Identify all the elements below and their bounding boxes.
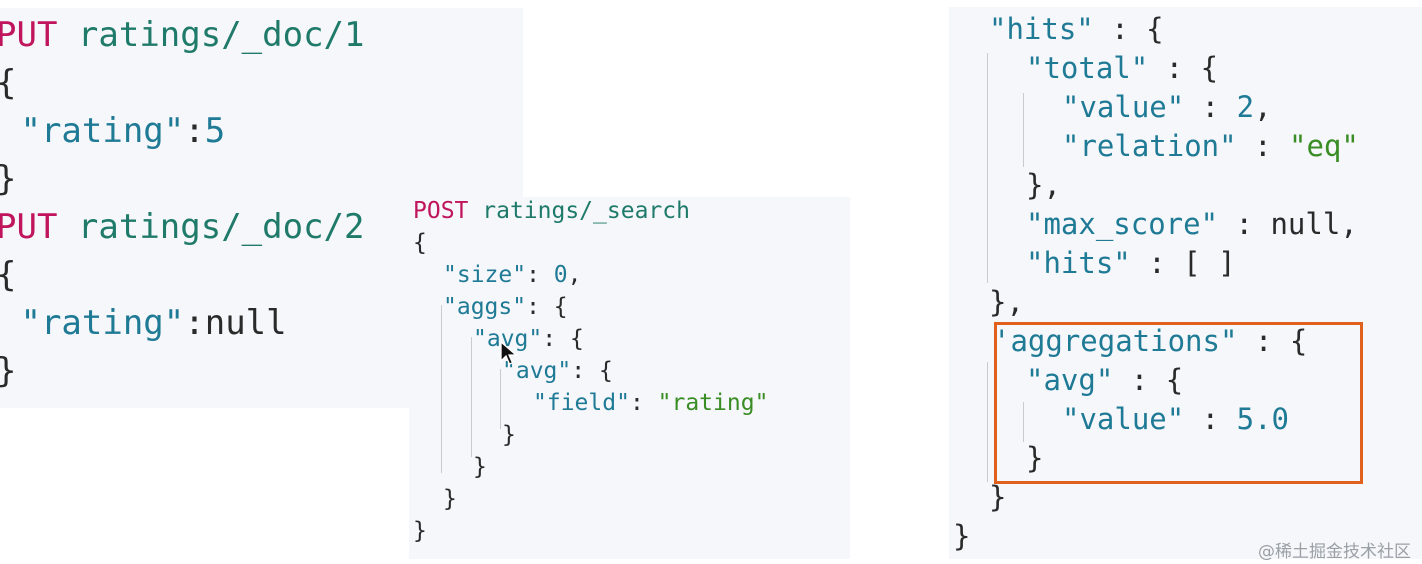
code-line: { <box>0 258 16 292</box>
indent-guide <box>1023 402 1024 442</box>
code-line: "hits" : [ ] <box>1026 246 1236 280</box>
code-line: "avg": { <box>473 326 584 352</box>
code-line: "size": 0, <box>443 262 582 288</box>
code-line: "value" : 5.0 <box>1062 402 1289 436</box>
search-request-panel: POST ratings/_search { "size": 0, "aggs"… <box>409 197 850 559</box>
json-string: "eq" <box>1289 129 1359 163</box>
request-url: ratings/_doc/1 <box>77 15 365 55</box>
json-key: "hits" <box>1026 246 1131 280</box>
json-string: "rating" <box>657 390 769 416</box>
json-key: "avg" <box>1026 363 1114 397</box>
code-line: } <box>0 354 16 388</box>
json-key: "value" <box>1062 402 1185 436</box>
json-number: 0 <box>553 262 568 288</box>
code-line: "rating":null <box>20 303 287 343</box>
code-line: } <box>953 519 971 553</box>
indent-guide <box>987 362 988 482</box>
json-number: 5 <box>204 111 226 151</box>
code-line: "hits" : { <box>989 12 1164 46</box>
http-method: PUT <box>0 15 58 55</box>
code-line: } <box>0 162 16 196</box>
request-line: PUT ratings/_doc/1 <box>0 18 364 52</box>
json-key: "hits" <box>989 12 1094 46</box>
code-line: } <box>443 486 457 512</box>
code-line: "total" : { <box>1026 51 1219 85</box>
indent-guide <box>1023 93 1024 167</box>
indent-guide <box>500 369 501 429</box>
code-line: "avg": { <box>502 358 613 384</box>
code-line: "avg" : { <box>1026 363 1184 397</box>
request-url: ratings/_doc/2 <box>77 207 365 247</box>
mouse-cursor-icon <box>500 341 518 365</box>
request-line: PUT ratings/_doc/2 <box>0 210 364 244</box>
code-line: "max_score" : null, <box>1026 207 1358 241</box>
code-line: "field": "rating" <box>533 390 769 416</box>
code-line: }, <box>1026 168 1061 202</box>
json-number: 2 <box>1236 90 1255 124</box>
code-line: } <box>413 518 427 544</box>
json-key: "avg" <box>502 358 572 384</box>
code-line: }, <box>989 285 1024 319</box>
json-key: "avg" <box>473 326 543 352</box>
request-url: ratings/_search <box>482 198 690 224</box>
code-line: 'aggregations" : { <box>993 324 1308 358</box>
code-line: "aggs": { <box>443 294 568 320</box>
http-method: POST <box>413 198 469 224</box>
code-line: "value" : 2, <box>1062 90 1272 124</box>
indent-guide <box>471 337 472 457</box>
json-key: "field" <box>533 390 630 416</box>
json-key: "rating" <box>20 303 185 343</box>
code-line: } <box>502 422 516 448</box>
code-line: } <box>1026 441 1044 475</box>
json-key: "value" <box>1062 90 1185 124</box>
code-line: } <box>473 454 487 480</box>
json-key: "relation" <box>1062 129 1237 163</box>
json-key: "rating" <box>20 111 185 151</box>
code-line: "relation" : "eq" <box>1062 129 1359 163</box>
http-method: PUT <box>0 207 58 247</box>
json-key: "size" <box>443 262 527 288</box>
code-line: { <box>0 66 16 100</box>
code-line: } <box>989 480 1007 514</box>
search-response-panel: "hits" : { "total" : { "value" : 2, "rel… <box>949 7 1422 559</box>
code-line: { <box>413 230 427 256</box>
json-key: "total" <box>1026 51 1149 85</box>
indent-guide <box>987 53 988 283</box>
code-line: "rating":5 <box>20 111 226 151</box>
watermark: @稀土掘金技术社区 <box>1258 542 1411 562</box>
aggregations-highlight-box <box>994 322 1363 484</box>
json-key: "aggs" <box>443 294 527 320</box>
json-number: 5.0 <box>1236 402 1289 436</box>
indent-guide <box>441 305 442 473</box>
request-line: POST ratings/_search <box>413 200 690 223</box>
json-key: "max_score" <box>1026 207 1219 241</box>
json-null: null <box>204 303 287 343</box>
json-key: 'aggregations" <box>993 324 1238 358</box>
